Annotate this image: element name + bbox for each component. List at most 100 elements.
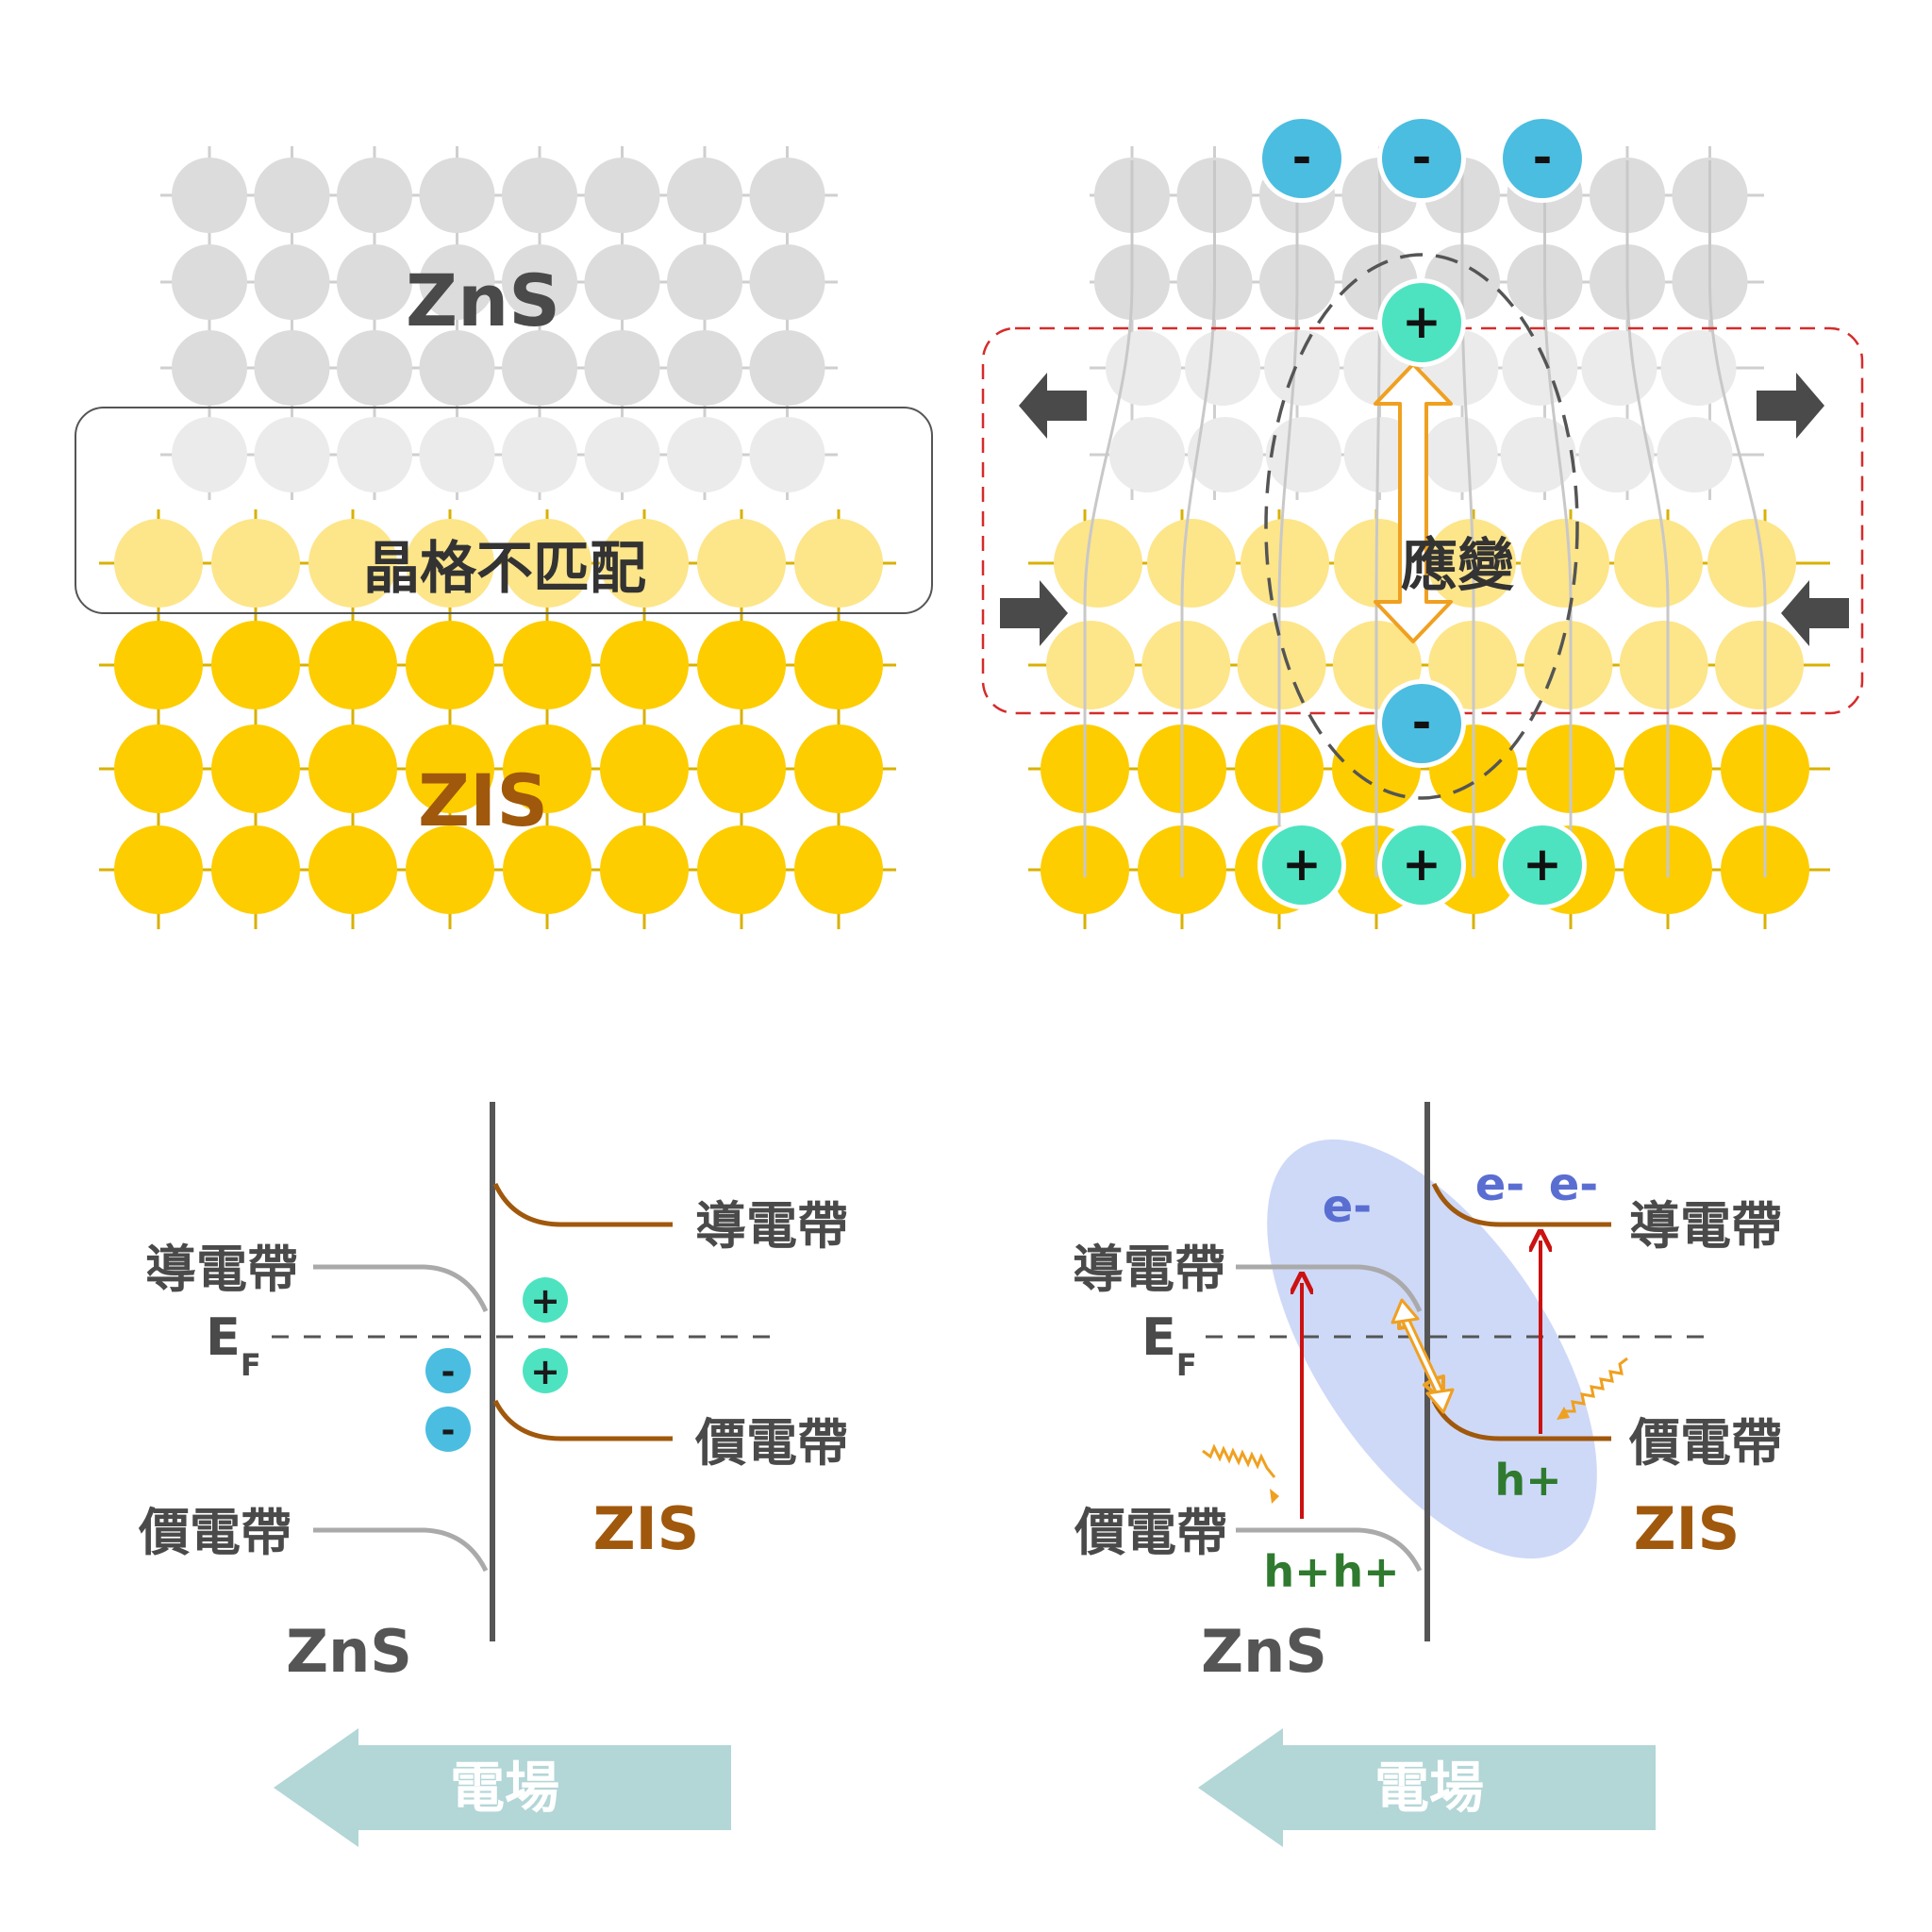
minus-charge: - <box>1377 679 1466 768</box>
svg-text:-: - <box>441 1411 456 1450</box>
zns-vb-label: 價電帶 <box>1074 1503 1227 1562</box>
zns-cb-label: 導電帶 <box>145 1240 298 1299</box>
plus-charge: + <box>523 1277 568 1323</box>
left-inward-arrow-icon <box>1000 580 1068 646</box>
zis-band-label: ZIS <box>1634 1494 1740 1563</box>
zis-atom <box>308 519 397 608</box>
zns-atom <box>419 158 495 233</box>
zns-atom <box>749 158 825 233</box>
zis-atom <box>1707 519 1796 608</box>
electron-label: e- <box>1475 1158 1524 1211</box>
zns-atom <box>337 417 412 492</box>
zis-atom <box>114 519 203 608</box>
zns-band-label: ZnS <box>286 1617 412 1686</box>
zis-valence-band-line <box>492 1399 673 1441</box>
zis-atom <box>114 621 203 709</box>
zns-atom <box>419 244 495 320</box>
svg-text:+: + <box>530 1351 560 1392</box>
zis-valence-band-line <box>1431 1399 1611 1441</box>
zns-conduction-band-line <box>313 1264 489 1313</box>
fermi-level-label: EF <box>1141 1307 1197 1383</box>
zis-atom <box>406 621 494 709</box>
zis-vb-label: 價電帶 <box>694 1413 848 1473</box>
zns-atom <box>1581 330 1657 406</box>
zis-atom <box>697 621 786 709</box>
zns-atom <box>1265 417 1341 492</box>
zis-atom <box>1614 519 1703 608</box>
strain-label: 應變 <box>1401 533 1514 599</box>
svg-text:-: - <box>1533 130 1553 185</box>
hole-label: h+ <box>1263 1546 1330 1597</box>
zns-valence-band-line <box>313 1527 489 1573</box>
svg-text:+: + <box>1402 837 1441 891</box>
zns-atom <box>667 417 742 492</box>
left-outward-arrow-icon <box>1019 373 1087 439</box>
tl-lattice-atoms <box>114 158 883 914</box>
zns-atom <box>254 417 330 492</box>
plus-charge: + <box>523 1348 568 1393</box>
svg-text:-: - <box>441 1353 456 1391</box>
zns-atom <box>1264 330 1341 406</box>
zns-atom <box>584 244 660 320</box>
zis-atom <box>1141 621 1231 709</box>
zis-atom <box>600 825 689 914</box>
zis-cb-label: 導電帶 <box>1629 1196 1782 1256</box>
zis-atom <box>697 724 786 813</box>
strain-line <box>1083 160 1134 877</box>
charge-separation-ellipse <box>1267 1139 1597 1559</box>
minus-charge: - <box>425 1348 471 1393</box>
plus-charge: + <box>1498 821 1587 909</box>
zis-atom <box>794 825 883 914</box>
right-outward-arrow-icon <box>1757 373 1824 439</box>
hole-label: h+ <box>1332 1546 1399 1597</box>
hole-label: h+ <box>1494 1455 1561 1506</box>
zis-atom <box>211 519 300 608</box>
zis-atom <box>503 724 591 813</box>
zis-atom <box>1715 621 1804 709</box>
zns-cb-label: 導電帶 <box>1073 1240 1225 1299</box>
zis-atom <box>114 825 203 914</box>
zns-atom <box>584 158 660 233</box>
zns-atom <box>1106 330 1181 406</box>
zns-atom <box>1657 417 1733 492</box>
plus-charge: + <box>1257 821 1346 909</box>
zis-atom <box>211 621 300 709</box>
electron-label: e- <box>1323 1180 1372 1233</box>
electric-field-arrow: 電場 <box>1198 1728 1656 1847</box>
photon-icon <box>1563 1357 1628 1413</box>
zns-atom <box>172 417 247 492</box>
zns-atom <box>1502 330 1578 406</box>
zis-conduction-band-line <box>492 1182 673 1227</box>
zis-cb-label: 導電帶 <box>695 1196 848 1256</box>
zns-atom <box>1185 330 1261 406</box>
electron-label: e- <box>1549 1158 1598 1211</box>
zns-atom <box>337 244 412 320</box>
plus-charge: + <box>1377 278 1466 367</box>
zis-atom <box>1521 519 1609 608</box>
zns-atom <box>502 330 577 406</box>
zns-atom <box>1500 417 1576 492</box>
svg-text:-: - <box>1292 130 1312 185</box>
svg-text:+: + <box>1282 837 1322 891</box>
zis-atom <box>1046 621 1135 709</box>
zis-atom <box>794 519 883 608</box>
zns-atom <box>502 244 577 320</box>
zis-atom <box>114 724 203 813</box>
strain-line <box>1277 160 1299 877</box>
zis-atom <box>1237 621 1326 709</box>
zns-atom <box>584 417 660 492</box>
zns-atom <box>502 158 577 233</box>
strain-line <box>1708 160 1767 877</box>
right-inward-arrow-icon <box>1781 580 1849 646</box>
zns-atom <box>254 158 330 233</box>
strain-line <box>1180 160 1216 877</box>
svg-text:+: + <box>530 1280 560 1322</box>
zns-atom <box>667 330 742 406</box>
svg-text:-: - <box>1412 695 1432 750</box>
zns-atom <box>1578 417 1655 492</box>
zis-atom <box>406 825 494 914</box>
zis-vb-label: 價電帶 <box>1628 1413 1782 1473</box>
zns-band-label: ZnS <box>1201 1617 1327 1686</box>
minus-charge: - <box>1498 114 1587 203</box>
svg-text:+: + <box>1523 837 1562 891</box>
